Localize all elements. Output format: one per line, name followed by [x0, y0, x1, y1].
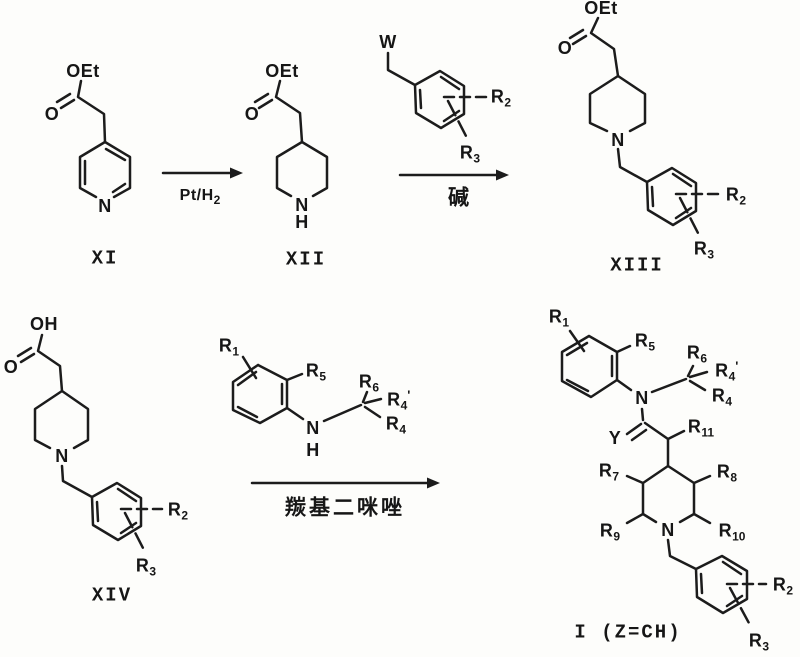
structure-xiv-bonds — [16, 333, 164, 552]
structure-xii-bonds — [253, 79, 329, 198]
benzyl-halide-r2-label: R2 — [490, 86, 512, 110]
product-r6-label: R6 — [686, 342, 708, 366]
xii-compound-number: XII — [285, 248, 327, 271]
amine-r4-prime-label: R4' — [387, 387, 411, 413]
structure-xiii-bonds — [568, 16, 720, 237]
xi-carbonyl-o-label: O — [44, 104, 60, 124]
step1-conditions-label: Pt/H2 — [179, 187, 221, 207]
product-r8-label: R8 — [716, 461, 738, 485]
product-r7-label: R7 — [598, 460, 620, 484]
benzyl-halide-w-label: W — [379, 32, 397, 52]
amine-r4-label: R4 — [385, 413, 407, 437]
structure-product-i-bonds — [560, 329, 768, 627]
product-r1-label: R1 — [548, 306, 570, 330]
product-r11-label: R11 — [687, 416, 715, 440]
product-r4-label: R4 — [711, 385, 733, 409]
amine-r1-label: R1 — [218, 335, 240, 359]
amine-r5-label: R5 — [305, 360, 327, 384]
xiii-oet-label: OEt — [584, 0, 618, 18]
amine-r6-label: R6 — [358, 371, 380, 395]
product-ring-n-label: N — [661, 520, 675, 540]
step2-conditions-label: 碱 — [448, 184, 472, 210]
arrow-step3 — [250, 477, 440, 489]
amine-n-label: N — [306, 418, 320, 438]
xii-nh-label: H — [295, 212, 309, 232]
product-r9-label: R9 — [599, 520, 621, 544]
xiv-carbonyl-o-label: O — [3, 357, 19, 377]
product-r2-label: R2 — [772, 574, 794, 598]
product-r5-label: R5 — [634, 330, 656, 354]
structure-xi-bonds — [55, 79, 132, 199]
xiv-oh-label: OH — [30, 314, 58, 334]
product-amide-n-label: N — [635, 388, 649, 408]
xiv-ring-n-label: N — [55, 446, 69, 466]
product-r3-label: R3 — [748, 630, 770, 654]
amine-nh-label: H — [306, 440, 320, 460]
xiii-compound-number: XIII — [610, 254, 664, 277]
xii-oet-label: OEt — [265, 61, 299, 81]
arrow-step2 — [398, 169, 509, 181]
xi-ring-n-label: N — [98, 196, 112, 216]
xiv-compound-number: XIV — [91, 584, 133, 607]
xii-carbonyl-o-label: O — [244, 104, 260, 124]
step3-conditions-label: 羰基二咪唑 — [285, 494, 405, 520]
structure-benzyl-halide-bonds — [386, 51, 488, 140]
product-r4-prime-label: R4' — [715, 358, 739, 384]
product-r10-label: R10 — [718, 520, 746, 544]
xi-compound-number: XI — [91, 247, 119, 270]
structure-amine-bonds — [231, 355, 383, 425]
xi-oet-label: OEt — [66, 61, 100, 81]
xiii-r3-label: R3 — [693, 238, 715, 262]
xiv-r2-label: R2 — [167, 499, 189, 523]
xiii-ring-n-label: N — [611, 130, 625, 150]
xiii-carbonyl-o-label: O — [557, 38, 573, 58]
arrow-step1 — [161, 167, 243, 179]
product-compound-number: I (Z=CH) — [574, 621, 682, 644]
xii-ring-n-label: N — [295, 195, 309, 215]
product-y-label: Y — [608, 428, 622, 448]
xiii-r2-label: R2 — [725, 184, 747, 208]
benzyl-halide-r3-label: R3 — [459, 142, 481, 166]
xiv-r3-label: R3 — [135, 555, 157, 579]
